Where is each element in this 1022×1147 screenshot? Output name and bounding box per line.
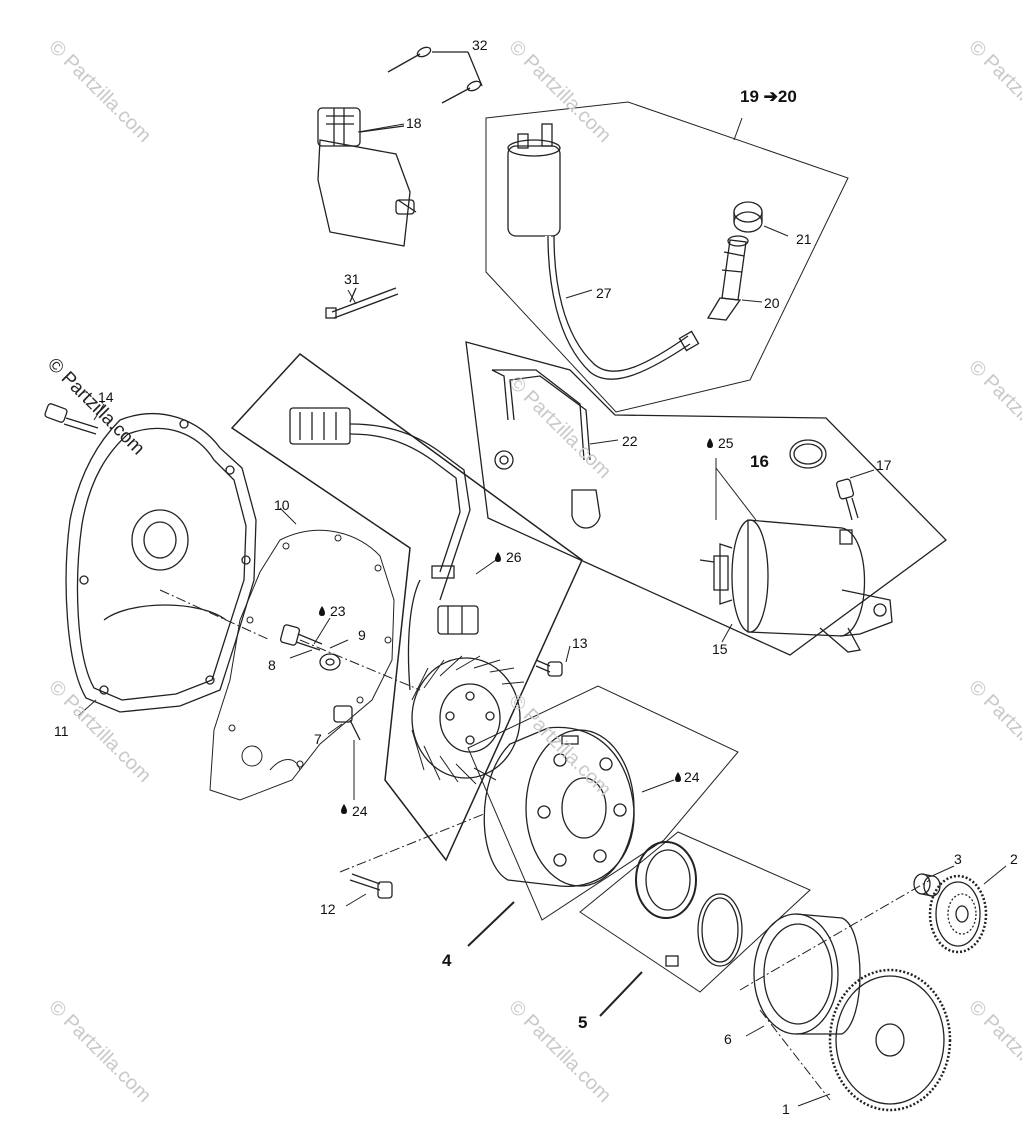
callout-5: 5 [578,1013,588,1032]
spark-plug-cap-part-20 [706,235,749,321]
callout-27: 27 [596,285,612,301]
callout-15: 15 [712,641,728,657]
callout-11: 11 [54,723,69,739]
callout-2: 2 [1010,851,1018,867]
cable-tie-part-31 [325,287,399,319]
callout-17: 17 [876,457,892,473]
bolt-part-7 [333,705,361,741]
starter-group-outline [465,341,947,656]
callout-26: 26 [506,549,522,565]
bolt-part-17 [835,478,859,521]
callout-24-bolt: 24 [352,803,368,819]
callout-10: 10 [274,497,290,513]
callout-23: 23 [330,603,346,619]
callout-19-20: 19 ➔20 [740,87,797,106]
callout-21: 21 [796,231,812,247]
stator-group-outline [230,352,583,862]
callout-32: 32 [472,37,488,53]
idler-gear-part-2 [928,874,988,954]
washer-part-9 [319,653,341,671]
cover-gasket-part-10 [209,529,395,801]
starter-clutch-bearing [635,841,743,967]
bolt-part-14 [44,403,99,435]
callout-13: 13 [572,635,588,651]
callout-25: 25 [718,435,734,451]
flywheel-rotor [483,726,635,887]
magneto-cover-part-11 [65,412,257,713]
plug-cap-seal-part-21 [733,201,763,233]
callout-24-flywheel: 24 [684,769,700,785]
callout-18: 18 [406,115,422,131]
oil-drop-symbols [319,438,713,814]
clutch-group-outline [579,831,811,993]
rotor-group-outline [467,685,739,921]
alignment-lines [159,589,931,1101]
stator-harness [289,407,479,691]
leader-lines [77,117,1007,1107]
oil-drop-icon [707,438,713,448]
callout-12: 12 [320,901,336,917]
ignition-coil-part-27 [507,123,700,383]
callout-14: 14 [98,389,114,405]
starter-clutch-housing-part-6 [753,913,861,1035]
callout-20: 20 [764,295,780,311]
o-ring-part-16 [789,439,827,469]
cdi-module-part-18 [317,107,417,247]
bolt-part-12 [349,873,393,899]
ignition-coil-group-outline [485,101,849,413]
oil-drop-icon [319,606,325,616]
callout-8: 8 [268,657,276,673]
oil-drop-icon [495,552,501,562]
push-rivets-part-32 [387,46,483,104]
oil-drop-icon [341,804,347,814]
oil-drop-icon [675,772,681,782]
stator [411,655,525,785]
bushing-part-3 [913,873,941,897]
bolt-part-13 [535,659,563,677]
starter-cable-part-22 [491,369,601,529]
callout-9: 9 [358,627,366,643]
callout-31: 31 [344,271,360,287]
bolt-part-8 [279,624,323,651]
callout-1: 1 [782,1101,790,1117]
callout-3: 3 [954,851,962,867]
callout-22: 22 [622,433,638,449]
starter-gear-part-1 [828,968,952,1112]
starter-motor-part-15 [699,519,893,653]
callout-16: 16 [750,452,769,471]
callout-6: 6 [724,1031,732,1047]
callout-7: 7 [314,731,322,747]
callout-4: 4 [442,951,452,970]
